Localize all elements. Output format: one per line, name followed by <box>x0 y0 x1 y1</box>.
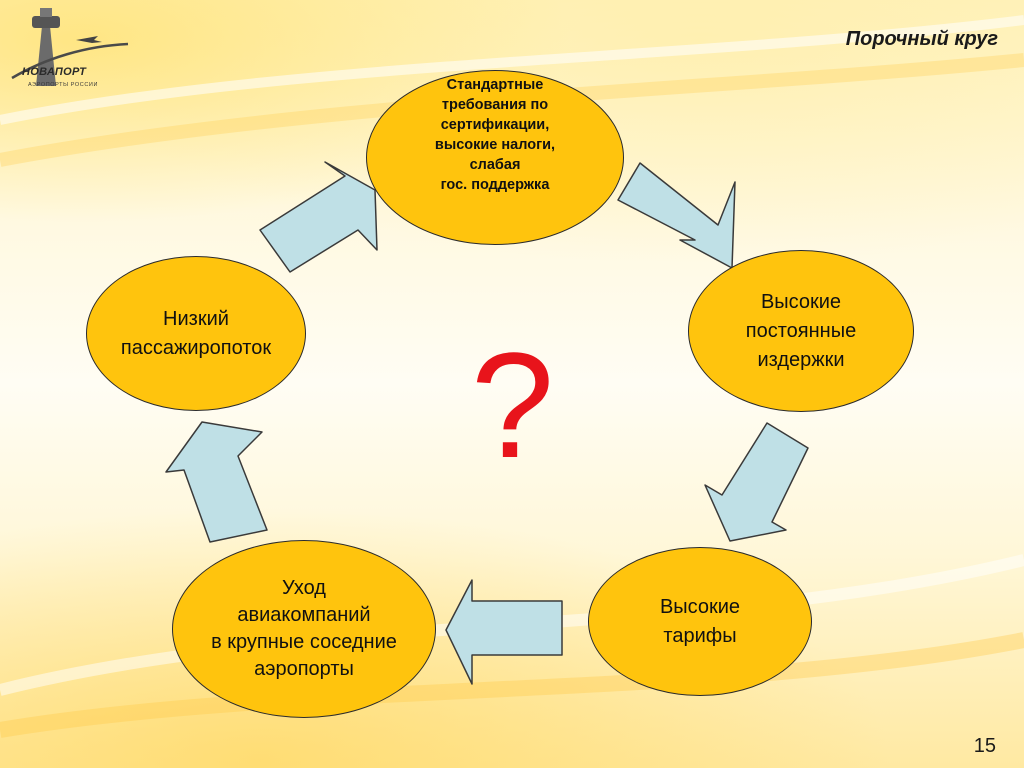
node-high-tariffs: Высокие тарифы <box>588 547 812 696</box>
airplane-icon <box>76 36 102 43</box>
arrow-right-to-br <box>704 422 809 542</box>
logo-name: НОВАПОРТ <box>22 66 87 78</box>
arrow-bl-to-left <box>165 421 268 543</box>
node-airlines-leaving: Уход авиакомпаний в крупные соседние аэр… <box>172 540 436 718</box>
node-airlines-leaving-label: Уход авиакомпаний в крупные соседние аэр… <box>211 577 397 680</box>
question-mark: ? <box>470 321 555 489</box>
arrow-top-to-right <box>617 162 736 269</box>
control-tower-icon <box>11 8 129 86</box>
logo-tagline: АЭРОПОРТЫ РОССИИ <box>28 82 99 88</box>
slide-title: Порочный круг <box>845 28 998 50</box>
node-requirements-label: Стандартные требования по сертификации, … <box>434 77 556 193</box>
arrow-left-to-top <box>259 161 378 273</box>
node-high-tariffs-label: Высокие тарифы <box>659 595 741 647</box>
page-number: 15 <box>973 735 996 757</box>
node-fixed-costs: Высокие постоянные издержки <box>688 250 914 412</box>
node-fixed-costs-label: Высокие постоянные издержки <box>745 290 857 371</box>
node-low-traffic: Низкий пассажиропоток <box>86 256 306 411</box>
arrow-br-to-bl <box>445 579 563 685</box>
company-logo: НОВАПОРТ АЭРОПОРТЫ РОССИИ <box>6 6 136 92</box>
node-low-traffic-label: Низкий пассажиропоток <box>120 307 272 359</box>
node-requirements: Стандартные требования по сертификации, … <box>366 70 624 245</box>
